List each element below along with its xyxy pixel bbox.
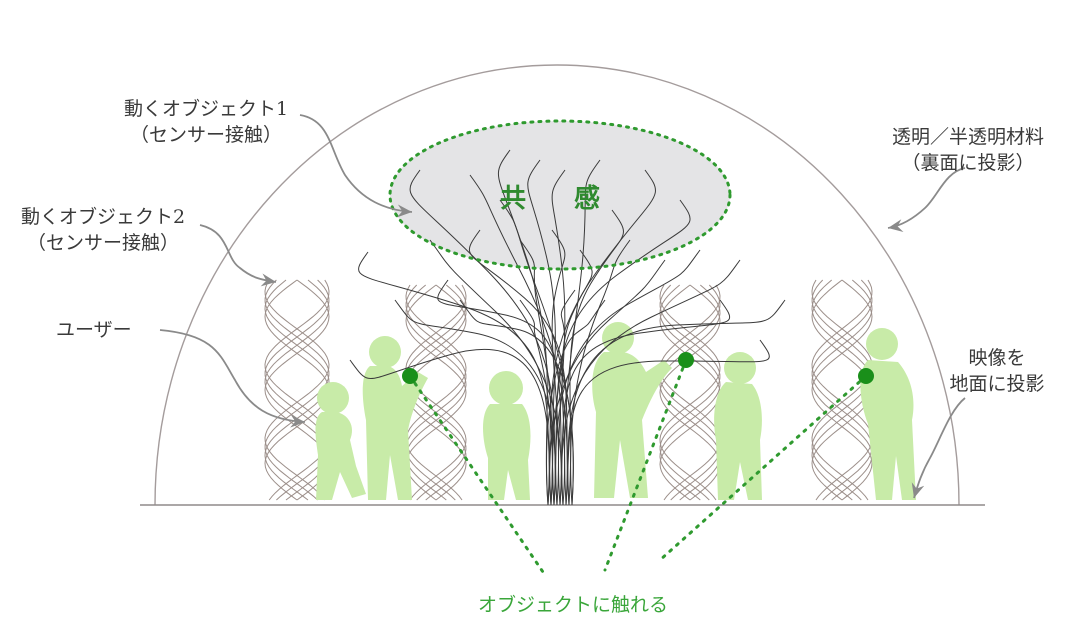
touch-line xyxy=(408,374,547,577)
tree-strand xyxy=(468,229,570,506)
tree-strand xyxy=(565,339,770,506)
tree-strand xyxy=(429,239,562,506)
sensor-dot xyxy=(402,368,418,384)
user-silhouettes xyxy=(315,322,916,500)
tree-strand xyxy=(547,169,656,506)
tree-strand xyxy=(519,299,553,506)
touch-line xyxy=(658,374,868,562)
tree-strand xyxy=(551,229,566,506)
label-moving-object-2-note: （センサー接触） xyxy=(26,232,179,254)
empathy-char-2: 感 xyxy=(574,184,601,214)
label-moving-object-2: 動くオブジェクト2 （センサー接触） xyxy=(0,204,208,256)
label-projection-line2: 地面に投影 xyxy=(949,373,1045,395)
tree-strand xyxy=(552,289,576,506)
label-projection-line1: 映像を xyxy=(968,347,1026,369)
tree-strand xyxy=(497,149,549,506)
arrow-material xyxy=(887,167,966,232)
empathy-dotted-outline xyxy=(388,119,732,271)
arrow-object2 xyxy=(199,224,277,287)
sensor-dot xyxy=(858,368,874,384)
label-material-note: （裏面に投影） xyxy=(901,152,1035,174)
tree-strand xyxy=(551,169,566,506)
tree-strand xyxy=(437,279,564,506)
lattice-column xyxy=(811,279,873,501)
tree-strand xyxy=(409,169,558,506)
tree-strand xyxy=(519,239,553,506)
empathy-char-1: 共 xyxy=(500,184,527,214)
touch-caption: オブジェクトに触れる xyxy=(478,594,669,616)
touch-line xyxy=(603,358,688,572)
arrow-object1 xyxy=(299,114,413,218)
label-moving-object-2-name: 動くオブジェクト2 xyxy=(20,206,186,228)
label-material: 透明／半透明材料 （裏面に投影） xyxy=(868,124,1068,176)
user-silhouette xyxy=(483,371,531,500)
tree-strand xyxy=(546,299,606,506)
user-silhouette xyxy=(860,328,916,500)
dome-outline xyxy=(154,64,960,506)
label-user: ユーザー xyxy=(56,319,132,341)
arrow-projection xyxy=(911,397,966,499)
user-silhouette xyxy=(362,336,428,500)
tree-strand xyxy=(469,174,568,506)
touch-lines xyxy=(408,358,868,577)
tree-strand xyxy=(555,249,701,506)
label-material-name: 透明／半透明材料 xyxy=(891,126,1044,148)
lattice-column xyxy=(659,284,721,501)
sensor-dot xyxy=(678,352,694,368)
user-silhouette xyxy=(714,352,762,500)
sensor-dots xyxy=(402,352,874,384)
arrow-user xyxy=(159,329,306,428)
annotation-arrows xyxy=(159,114,966,499)
tree-strand xyxy=(553,199,691,506)
tree-strand xyxy=(459,299,574,506)
tree-strand xyxy=(567,299,786,506)
label-moving-object-1: 動くオブジェクト1 （センサー接触） xyxy=(106,96,306,148)
tree-strand xyxy=(549,259,666,506)
label-projection: 映像を 地面に投影 xyxy=(935,345,1059,397)
empathy-ellipse xyxy=(390,121,730,269)
label-moving-object-1-note: （センサー接触） xyxy=(129,124,282,146)
tree-strand xyxy=(570,239,631,506)
user-silhouette xyxy=(315,382,366,500)
label-moving-object-1-name: 動くオブジェクト1 xyxy=(123,98,289,120)
tree-strand xyxy=(561,259,741,506)
